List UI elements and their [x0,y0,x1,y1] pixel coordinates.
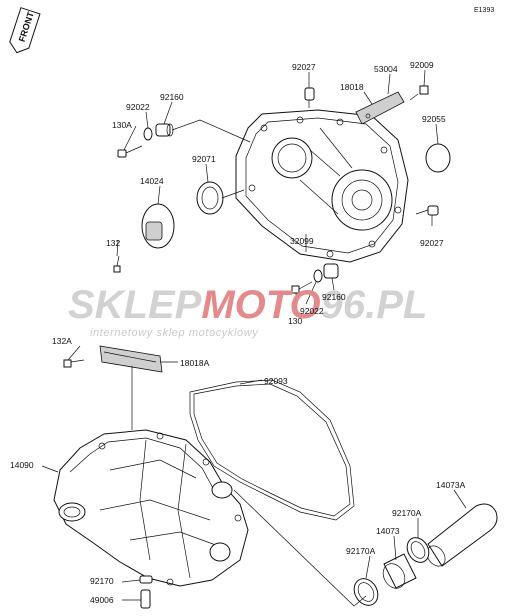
label-92027-top: 92027 [292,62,316,72]
part-labels: 92027 53004 92009 92160 18018 92022 130A… [10,60,466,605]
screw-132a [63,359,85,368]
watermark-brand-mid: MOTO [201,283,320,327]
label-92009: 92009 [410,60,434,70]
label-92170: 92170 [90,576,114,586]
label-132a: 132A [52,336,72,346]
oil-seal-92071 [196,181,224,215]
screw-132 [113,255,121,273]
label-92170a-upper: 92170A [392,508,422,518]
watermark-brand-right: 96.PL [321,283,428,327]
label-92027-right: 92027 [420,238,444,248]
leader-lines-upper [116,69,439,314]
label-92022-bottom: 92022 [300,306,324,316]
label-130a-top: 130A [112,120,132,130]
label-53004: 53004 [374,64,398,74]
label-92055: 92055 [422,114,446,124]
label-18018a: 18018A [180,358,210,368]
label-14073: 14073 [376,526,400,536]
watermark: SKLEPMOTO96.PL internetowy sklep motocyk… [68,283,427,339]
watermark-brand-left: SKLEP [68,283,202,327]
bolt-92027-right [415,205,439,216]
label-18018: 18018 [340,82,364,92]
clamp-92170 [139,575,153,584]
clamp-92170a-upper [406,537,430,563]
front-direction-icon: FRONT [9,7,41,54]
label-132: 132 [106,238,120,248]
bracket-18018a [99,345,163,373]
label-92022-top: 92022 [126,102,150,112]
cap-14024 [141,203,175,249]
label-14090: 14090 [10,460,34,470]
leader-lines-lower [41,345,467,607]
screw-92009 [409,85,429,101]
label-130: 130 [288,316,302,326]
duct-14073a [426,503,498,567]
fitting-49006 [140,589,151,609]
bolt-130-bottom [291,281,313,294]
svg-text:SKLEPMOTO96.PL: SKLEPMOTO96.PL [68,283,427,327]
clamp-92170a-lower [353,578,379,606]
bolt-130a-top [117,145,143,158]
label-92071: 92071 [192,154,216,164]
duct-14073 [382,553,417,589]
collar-92160-bottom [323,263,339,279]
bracket-53004 [355,91,405,125]
washer-92022-bottom [313,269,323,283]
label-92170a-lower: 92170A [346,546,376,556]
gasket-92093 [189,379,355,521]
o-ring-92055 [425,143,451,173]
bolt-92027-top [304,87,315,108]
inner-cover-32099 [235,109,409,263]
label-14024: 14024 [140,176,164,186]
label-32099: 32099 [290,236,314,246]
washer-92022-top [143,127,153,141]
collar-92160-top [155,123,174,137]
outer-cover-14090 [53,429,249,587]
label-14073a: 14073A [436,480,466,490]
label-49006: 49006 [90,595,114,605]
label-92160-bottom: 92160 [322,292,346,302]
label-92093: 92093 [264,376,288,386]
watermark-tagline: internetowy sklep motocyklowy [90,327,259,339]
label-92160-top: 92160 [160,92,184,102]
figure-code: E1393 [474,7,494,14]
